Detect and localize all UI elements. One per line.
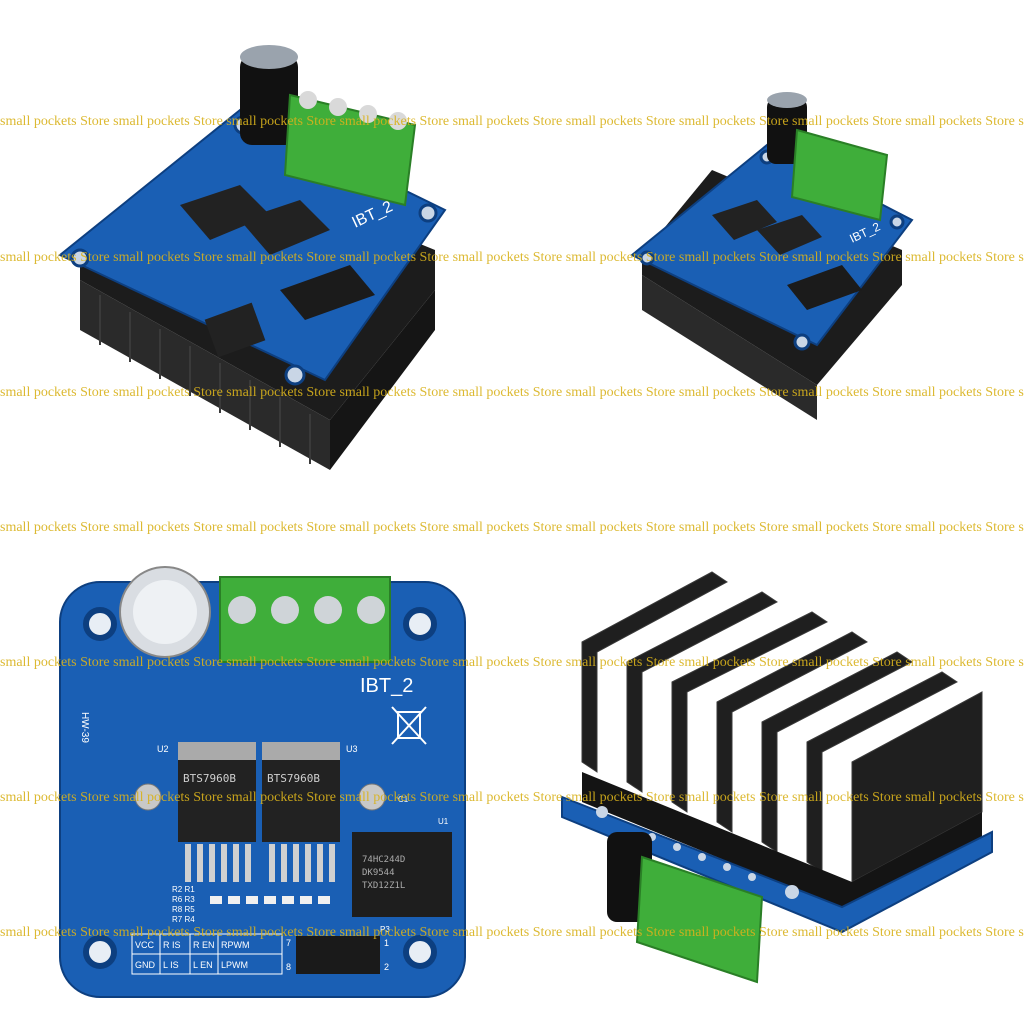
label-resistors-1: R7 R4 xyxy=(172,915,195,924)
board-top-illustration: IBT_2 HW-39 BTS7960B BTS7960B U2 U3 74HC xyxy=(59,566,466,998)
label-c1: C1 xyxy=(398,795,409,804)
board-illustration: IBT_2 xyxy=(58,45,447,470)
screw-terminal-side xyxy=(635,855,764,984)
bts-chip-right xyxy=(262,742,340,842)
weee-icon xyxy=(391,706,427,745)
driver-ic-line3: TXD12Z1L xyxy=(362,881,405,891)
pin-header xyxy=(204,302,266,358)
label-resistors-4: R2 R1 xyxy=(172,885,195,894)
screw-left xyxy=(134,783,162,811)
driver-ic-line2: DK9544 xyxy=(362,868,395,878)
pin-vcc: VCC xyxy=(135,940,155,950)
pin-num-7: 7 xyxy=(286,938,291,948)
bts-chip-left xyxy=(178,742,256,842)
mosfet-chips xyxy=(180,185,375,320)
pin-header-top xyxy=(296,936,380,974)
driver-ic-line1: 74HC244D xyxy=(362,855,405,865)
label-p3: P3 xyxy=(380,925,390,934)
label-resistors-2: R8 R5 xyxy=(172,905,195,914)
label-resistors-3: R6 R3 xyxy=(172,895,195,904)
pin-rpwm: RPWM xyxy=(221,940,250,950)
screw-terminal-top xyxy=(219,576,391,663)
product-photo-angled-large: IBT_2 xyxy=(0,0,512,512)
pin-legend-table xyxy=(131,933,283,975)
screw-terminal xyxy=(283,91,417,207)
chip-label-left: BTS7960B xyxy=(183,772,236,785)
pin-r-is: R IS xyxy=(163,940,181,950)
board-title-top: IBT_2 xyxy=(360,675,413,697)
product-photo-heatsink xyxy=(512,512,1024,1024)
screw-right xyxy=(358,783,386,811)
product-photo-top: IBT_2 HW-39 BTS7960B BTS7960B U2 U3 74HC xyxy=(0,512,512,1024)
pin-l-is: L IS xyxy=(163,960,179,970)
heatsink-illustration xyxy=(561,571,993,984)
pin-num-2: 2 xyxy=(384,962,389,972)
product-photo-angled-small: IBT_2 xyxy=(512,0,1024,512)
pin-l-en: L EN xyxy=(193,960,213,970)
mount-holes-top xyxy=(83,607,437,969)
label-u1: U1 xyxy=(438,817,449,826)
label-u3: U3 xyxy=(346,744,358,754)
pcb-edge xyxy=(561,795,993,934)
resistor-row xyxy=(210,896,330,904)
label-u2: U2 xyxy=(157,744,169,754)
pin-lpwm: LPWM xyxy=(221,960,248,970)
heatsink-fins xyxy=(581,571,983,883)
capacitor xyxy=(240,45,298,145)
screw-terminal-small xyxy=(790,128,889,222)
chip-pins xyxy=(185,844,335,882)
chip-label-right: BTS7960B xyxy=(267,772,320,785)
board-illustration-small: IBT_2 xyxy=(630,92,914,420)
capacitor-top xyxy=(119,566,211,658)
pin-gnd: GND xyxy=(135,960,156,970)
pin-num-8: 8 xyxy=(286,962,291,972)
pin-num-1: 1 xyxy=(384,938,389,948)
driver-ic xyxy=(352,832,452,917)
pin-r-en: R EN xyxy=(193,940,215,950)
heatsink-base xyxy=(582,772,982,912)
model-code: HW-39 xyxy=(79,712,90,743)
